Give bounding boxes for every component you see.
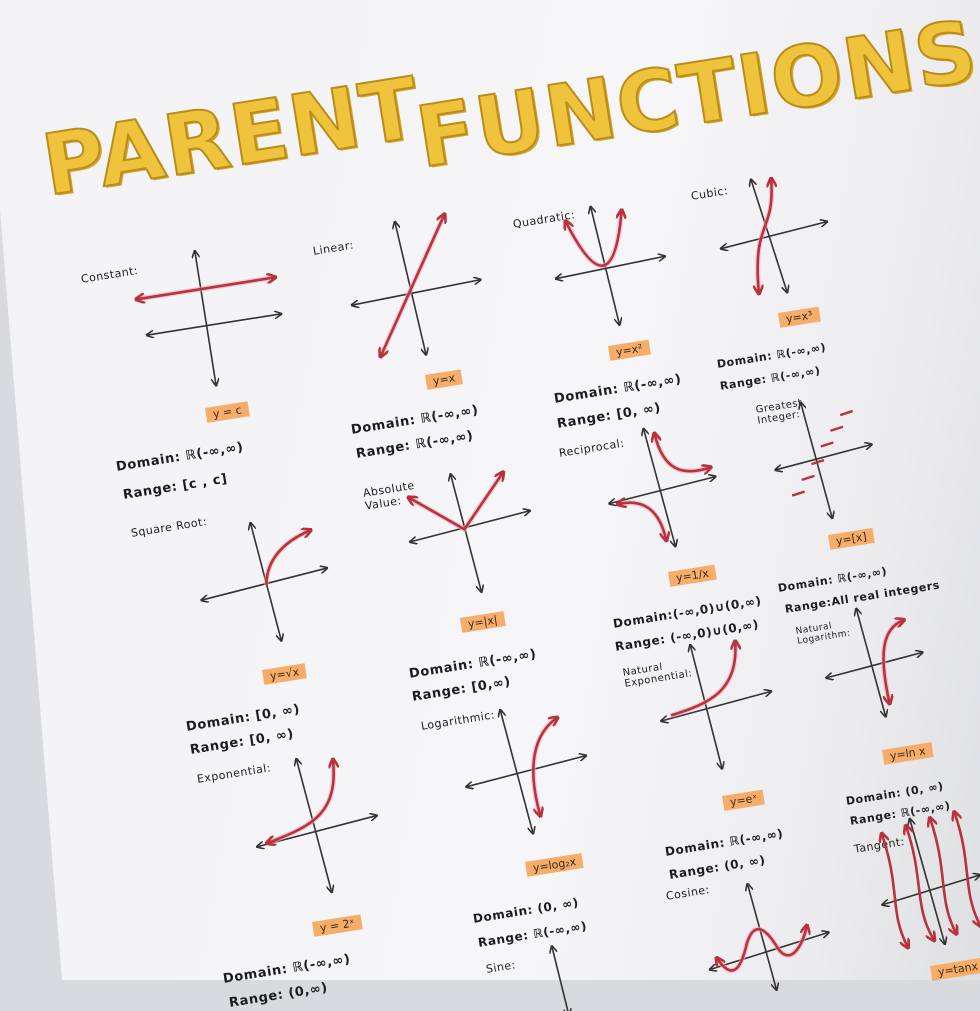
quadratic-graph <box>546 197 673 333</box>
natural-exponential-graph <box>651 632 785 778</box>
natural-logarithm-graph <box>817 598 934 727</box>
linear-graph <box>335 205 495 365</box>
greatest-integer-graph <box>766 393 884 527</box>
square-root-graph <box>191 511 339 655</box>
cubic-graph <box>711 167 838 303</box>
constant-graph <box>124 229 296 401</box>
sine-graph <box>531 931 600 1011</box>
logarithmic-graph <box>456 696 600 844</box>
exponential-graph <box>245 746 390 904</box>
absolute-value-graph <box>401 461 544 604</box>
reciprocal-graph <box>599 417 727 558</box>
tangent-graph <box>870 808 980 957</box>
cosine-graph <box>698 871 837 989</box>
exponential-range: Range: (0,∞) <box>228 980 329 1011</box>
